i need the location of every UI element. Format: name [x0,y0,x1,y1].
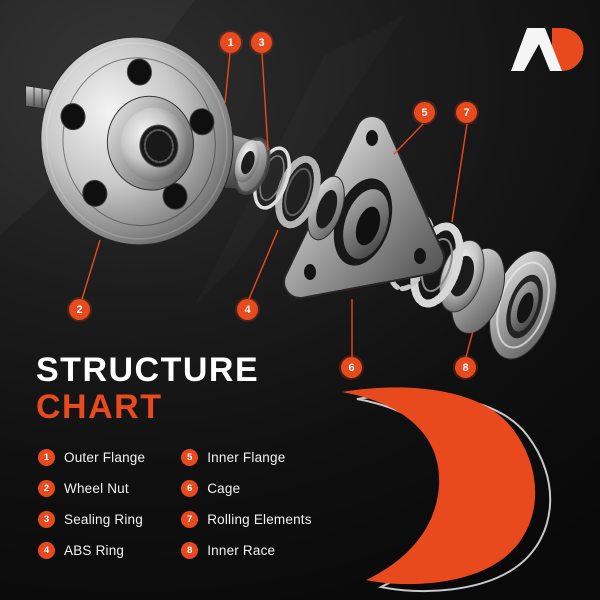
legend-column-2: 5 Inner Flange 6 Cage 7 Rolling Elements… [181,448,312,559]
legend-number-badge: 3 [38,510,55,528]
legend-item-inner-flange: 5 Inner Flange [181,448,312,466]
title-line-chart: CHART [36,387,163,426]
legend-item-sealing-ring: 3 Sealing Ring [38,510,145,528]
legend-label: Sealing Ring [64,511,143,527]
part-end-flange [489,250,557,360]
callout-marker-7: 7 [456,102,477,123]
legend-label: ABS Ring [64,542,125,558]
legend-column-1: 1 Outer Flange 2 Wheel Nut 3 Sealing Rin… [38,448,145,559]
legend-item-abs-ring: 4 ABS Ring [38,541,145,559]
logo-d-shape [552,28,584,71]
callout-marker-5: 5 [414,102,435,123]
logo-a-shape [511,28,562,71]
parts-legend: 1 Outer Flange 2 Wheel Nut 3 Sealing Rin… [38,448,312,559]
callout-leader-lines [81,52,474,358]
legend-label: Wheel Nut [64,480,129,496]
legend-number-badge: 4 [38,541,55,559]
callout-marker-1: 1 [220,32,241,53]
part-abs-ring [275,155,321,229]
legend-number-badge: 5 [181,448,199,466]
brand-d-fill [342,387,536,585]
callout-marker-4: 4 [237,299,258,320]
callout-marker-2: 2 [69,299,90,320]
legend-label: Inner Flange [207,449,286,465]
part-knurled-bearing [233,136,271,196]
part-outer-flange [40,36,234,246]
legend-number-badge: 1 [38,448,55,466]
callout-marker-6: 6 [341,357,362,378]
legend-label: Outer Flange [64,449,146,465]
callout-marker-3: 3 [251,32,272,53]
legend-number-badge: 8 [181,541,199,559]
exploded-assembly [25,36,557,360]
legend-label: Rolling Elements [207,511,312,527]
callout-marker-8: 8 [455,357,476,378]
page-title: STRUCTURE CHART [36,352,259,425]
legend-label: Inner Race [207,542,276,558]
brand-logo [511,28,584,71]
legend-number-badge: 7 [181,510,199,528]
legend-number-badge: 6 [181,479,199,497]
legend-item-rolling-elements: 7 Rolling Elements [181,510,312,528]
legend-item-wheel-nut: 2 Wheel Nut [38,479,145,497]
legend-label: Cage [207,480,241,496]
legend-item-outer-flange: 1 Outer Flange [38,448,145,466]
legend-item-cage: 6 Cage [181,479,312,497]
legend-number-badge: 2 [38,479,55,497]
legend-item-inner-race: 8 Inner Race [181,541,312,559]
title-line-structure: STRUCTURE [36,351,260,389]
brand-d-graphic [342,387,552,593]
